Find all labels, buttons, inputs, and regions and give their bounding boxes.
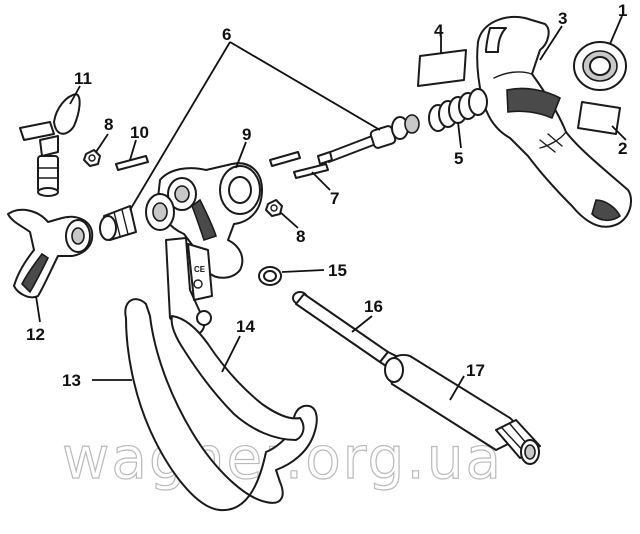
leader-17 <box>449 375 465 401</box>
callout-15: 15 <box>328 261 347 280</box>
callout-4: 4 <box>434 21 444 40</box>
callout-2: 2 <box>618 139 627 158</box>
callout-5: 5 <box>454 149 463 168</box>
part-7-pins <box>269 151 329 179</box>
leader-14 <box>221 335 241 373</box>
leader-6-lower <box>129 41 231 211</box>
part-1-ring <box>573 41 627 91</box>
callout-16: 16 <box>364 297 383 316</box>
callout-1: 1 <box>618 1 627 20</box>
callout-9: 9 <box>242 125 251 144</box>
part-11-spray-tip <box>19 93 81 197</box>
part-13-trigger-guard <box>124 298 318 512</box>
part-12-tip-guard <box>7 208 94 299</box>
part-6-needle-assembly <box>317 114 420 165</box>
leader-6-upper <box>229 41 381 131</box>
part-10-pin <box>115 155 149 171</box>
callout-7: 7 <box>330 189 339 208</box>
leader-12 <box>35 295 41 323</box>
leader-1 <box>609 15 623 45</box>
callout-11: 11 <box>74 69 92 88</box>
part-3-handle <box>476 16 632 228</box>
leader-7 <box>311 171 331 191</box>
part-15-seal-ring <box>258 266 282 286</box>
part-6-nozzle-adapter <box>99 193 175 241</box>
part-9-gun-head <box>157 162 263 279</box>
part-16-filter-rod <box>292 291 401 371</box>
leader-5 <box>457 121 462 149</box>
part-8-nut-lower <box>265 199 283 217</box>
leader-8-lower <box>279 211 299 229</box>
leader-10 <box>129 139 137 161</box>
ce-mark-text: CE <box>194 265 206 274</box>
callout-8-lower: 8 <box>296 227 305 246</box>
callout-labels: 1 2 3 4 5 6 7 8 8 9 10 11 12 13 14 15 16… <box>26 1 627 390</box>
leader-2 <box>611 125 627 141</box>
callout-12: 12 <box>26 325 45 344</box>
leader-lines <box>35 15 627 401</box>
part-8-nut-upper <box>83 149 101 167</box>
part-14-trigger <box>170 315 305 441</box>
part-2-label <box>577 101 621 135</box>
part-trigger-frame: CE <box>165 237 213 335</box>
part-17-filter-housing <box>384 354 541 465</box>
callout-6: 6 <box>222 25 231 44</box>
leader-11 <box>69 85 81 105</box>
leader-15 <box>281 269 325 273</box>
part-4-label <box>417 49 467 87</box>
callout-10: 10 <box>130 123 149 142</box>
leader-8-upper <box>95 133 109 153</box>
callout-8-upper: 8 <box>104 115 113 134</box>
callout-3: 3 <box>558 9 567 28</box>
callout-13: 13 <box>62 371 81 390</box>
callout-14: 14 <box>236 317 255 336</box>
leader-16 <box>351 315 373 333</box>
leader-3 <box>539 25 563 61</box>
callout-17: 17 <box>466 361 485 380</box>
leader-9 <box>235 141 247 169</box>
part-5-spring <box>428 88 488 132</box>
